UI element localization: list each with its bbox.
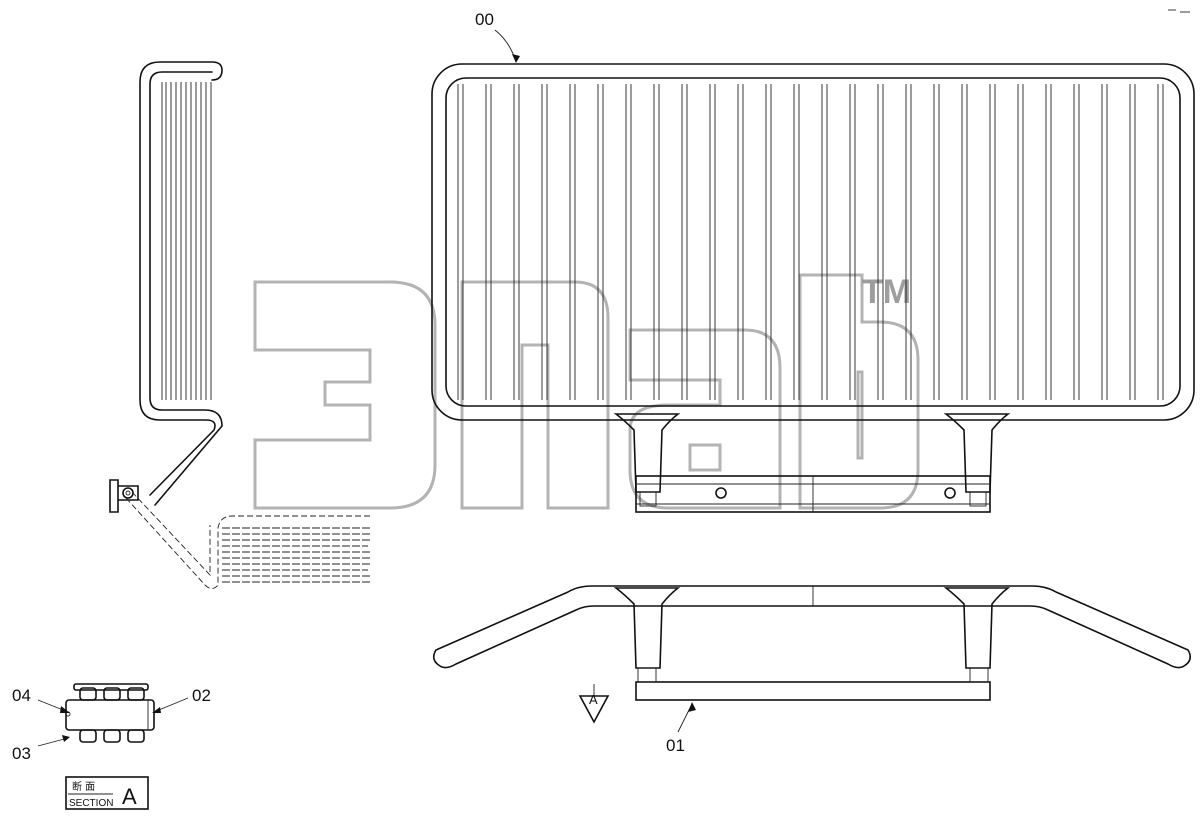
corner-mark bbox=[1168, 9, 1190, 13]
section-title-box: 断 面 SECTION A bbox=[65, 776, 149, 810]
label-part-02: 02 bbox=[192, 686, 211, 705]
view-arrow-letter: A bbox=[589, 692, 598, 707]
label-bracket: 01 bbox=[666, 736, 685, 755]
section-word: SECTION bbox=[69, 798, 113, 809]
section-kanji: 断 面 bbox=[72, 780, 95, 793]
label-part-03: 03 bbox=[12, 744, 31, 763]
section-a-detail bbox=[65, 683, 155, 743]
leader-02 bbox=[152, 697, 189, 713]
watermark-logo: TM bbox=[253, 273, 920, 510]
label-part-04: 04 bbox=[12, 686, 31, 705]
leader-00 bbox=[494, 29, 520, 63]
section-letter: A bbox=[122, 784, 137, 809]
trademark-text: TM bbox=[862, 273, 911, 311]
view-arrow-a: A bbox=[578, 684, 610, 724]
leader-01 bbox=[677, 702, 696, 733]
leader-04 bbox=[37, 699, 70, 713]
front-view bbox=[431, 63, 1195, 513]
front-slats bbox=[457, 84, 1164, 400]
label-assembly: 00 bbox=[475, 10, 494, 29]
side-view bbox=[109, 61, 372, 589]
leader-03 bbox=[37, 735, 70, 747]
plan-view bbox=[432, 585, 1192, 701]
